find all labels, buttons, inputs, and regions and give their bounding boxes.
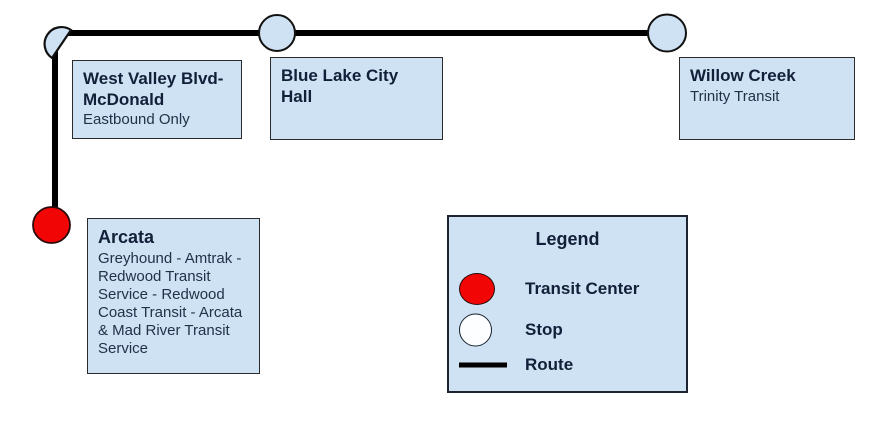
stop-subtitle: Eastbound Only: [83, 111, 190, 129]
stop-title: Blue Lake City Hall: [281, 66, 399, 106]
legend-title: Legend: [535, 229, 600, 249]
stop-title: West Valley Blvd-McDonald: [83, 69, 224, 109]
stop-label-willow-creek: Willow Creek Trinity Transit: [679, 57, 855, 140]
stop-label-blue-lake: Blue Lake City Hall: [270, 57, 443, 140]
stop-marker-blue-lake: [258, 14, 296, 52]
stop-swatch-icon: [459, 313, 492, 347]
route-swatch-icon: [459, 362, 507, 368]
stop-marker-willow-creek: [647, 13, 687, 53]
transit-center-label-arcata: Arcata Greyhound - Amtrak - Redwood Tran…: [87, 218, 260, 374]
stop-title: Willow Creek: [690, 66, 796, 85]
legend-item-label: Route: [525, 355, 574, 374]
legend-item-stop: Stop: [449, 310, 686, 350]
stop-marker-west-valley: [43, 25, 73, 60]
legend-item-route: Route: [449, 345, 686, 385]
transit-center-swatch-icon: [459, 273, 495, 305]
stop-title: Arcata: [98, 227, 155, 247]
legend-item-transit-center: Transit Center: [449, 269, 686, 309]
stop-subtitle: Trinity Transit: [690, 87, 780, 105]
legend: Legend Transit Center Stop Route: [447, 215, 688, 393]
legend-item-label: Stop: [525, 320, 563, 339]
stop-label-west-valley: West Valley Blvd-McDonald Eastbound Only: [72, 60, 242, 139]
transit-center-marker-arcata: [32, 206, 71, 244]
legend-item-label: Transit Center: [525, 279, 640, 298]
stop-subtitle: Greyhound - Amtrak - Redwood Transit Ser…: [98, 249, 243, 357]
